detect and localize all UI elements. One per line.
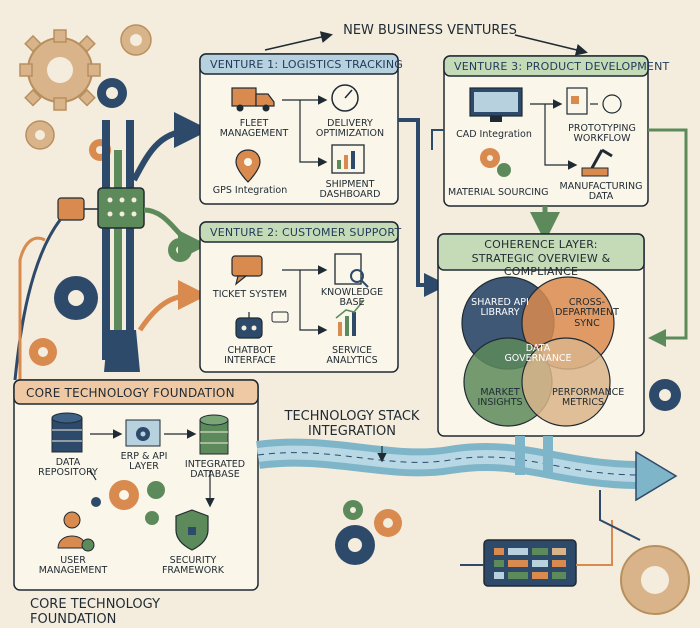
erp-gear-window-icon — [125, 419, 161, 447]
gauge-icon — [331, 84, 359, 112]
user-mgmt-label: USER MANAGEMENT — [38, 555, 108, 577]
gear-icon — [649, 379, 681, 411]
gear-icon — [343, 500, 363, 520]
gear-icon — [19, 29, 101, 111]
delivery-label: DELIVERY OPTIMIZATION — [315, 118, 385, 140]
new-ventures-label: NEW BUSINESS VENTURES — [343, 23, 517, 38]
venn-performance — [521, 337, 611, 427]
database-icon — [51, 412, 83, 453]
integrated-db-label: INTEGRATED DATABASE — [184, 459, 246, 481]
truck-icon — [231, 87, 275, 112]
cross-dept-label: CROSS-DEPARTMENT SYNC — [555, 297, 619, 329]
core-title: CORE TECHNOLOGY FOUNDATION — [26, 386, 235, 400]
prototype-document-icon — [566, 87, 622, 115]
core-footer: CORE TECHNOLOGY FOUNDATION — [30, 597, 161, 627]
knowledge-label: KNOWLEDGE BASE — [320, 287, 384, 309]
gear-icon — [120, 24, 152, 56]
integrated-database-icon — [199, 414, 229, 455]
user-icon — [57, 511, 95, 552]
cad-label: CAD Integration — [456, 129, 532, 140]
data-repo-label: DATA REPOSITORY — [38, 457, 98, 479]
venture1-title: VENTURE 1: LOGISTICS TRACKING — [210, 58, 403, 71]
venture2-title: VENTURE 2: CUSTOMER SUPPORT — [210, 226, 402, 239]
manufacturing-label: MANUFACTURING DATA — [559, 181, 643, 203]
venture3-title: VENTURE 3: PRODUCT DEVELOPMENT — [454, 60, 670, 73]
robot-icon — [235, 311, 289, 339]
location-pin-icon — [235, 149, 261, 183]
material-label: MATERIAL SOURCING — [448, 187, 549, 198]
coherence-title-1: COHERENCE LAYER: — [484, 238, 598, 251]
core-gears-icon — [91, 480, 165, 525]
gps-label: GPS Integration — [212, 185, 288, 196]
magnifier-book-icon — [334, 253, 369, 288]
gear-icon — [335, 525, 375, 565]
gear-icon — [374, 509, 402, 537]
performance-label: PERFORMANCE METRICS — [552, 387, 625, 409]
erp-label: ERP & API LAYER — [120, 451, 168, 473]
fleet-label: FLEET MANAGEMENT — [219, 118, 289, 140]
chatbot-label: CHATBOT INTERFACE — [224, 345, 276, 367]
gear-icon — [97, 78, 127, 108]
coherence-title-2: STRATEGIC OVERVIEW & COMPLIANCE — [471, 252, 611, 278]
data-panel-icon — [483, 539, 577, 587]
security-label: SECURITY FRAMEWORK — [161, 555, 225, 577]
monitor-icon — [469, 87, 523, 122]
shield-icon — [175, 509, 209, 551]
chat-ticket-icon — [231, 255, 263, 286]
gear-icon — [54, 276, 98, 320]
gear-icon — [29, 338, 57, 366]
data-governance-label: DATA GOVERNANCE — [504, 343, 572, 365]
shared-api-label: SHARED API LIBRARY — [471, 297, 529, 319]
market-label: MARKET INSIGHTS — [477, 387, 523, 409]
tech-stack-label: TECHNOLOGY STACK INTEGRATION — [284, 409, 420, 439]
gear-icon — [25, 120, 55, 150]
analytics-chart-icon — [335, 299, 365, 336]
ticket-label: TICKET SYSTEM — [212, 289, 288, 300]
robot-arm-icon — [581, 148, 613, 177]
integration-tower — [57, 120, 145, 372]
material-gears-icon — [480, 148, 511, 177]
dashboard-icon — [331, 144, 365, 174]
service-label: SERVICE ANALYTICS — [326, 345, 378, 367]
gear-icon — [620, 545, 690, 615]
prototyping-label: PROTOTYPING WORKFLOW — [568, 123, 636, 145]
shipment-label: SHIPMENT DASHBOARD — [319, 179, 381, 201]
